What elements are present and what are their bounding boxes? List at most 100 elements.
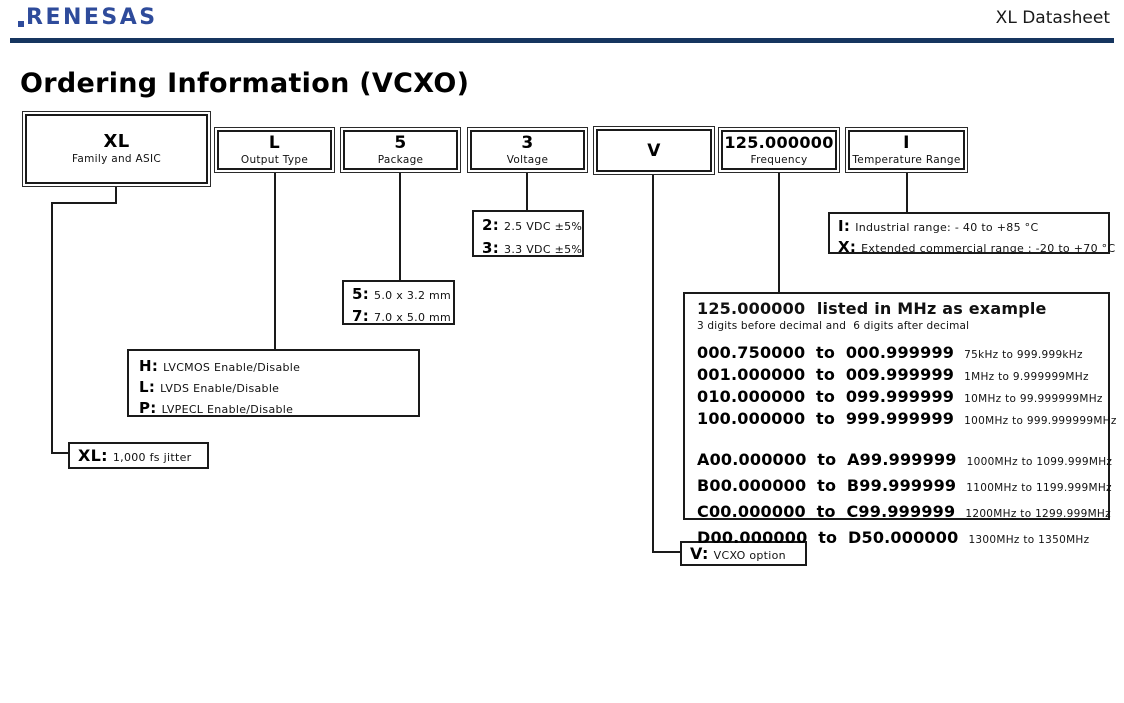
temperature-text-x: Extended commercial range : -20 to +70 °…	[861, 242, 1116, 255]
frequency-range-row: D00.000000 to D50.000000 1300MHz to 1350M…	[697, 526, 1096, 552]
connector-frequency	[778, 173, 780, 292]
doc-title: XL Datasheet	[995, 8, 1110, 28]
connector-voltage	[526, 173, 528, 210]
logo-square-icon	[18, 21, 24, 27]
header-rule	[10, 38, 1114, 43]
package-key-5: 5:	[352, 285, 370, 303]
part-label-temperature: Temperature Range	[852, 154, 961, 166]
part-box-package: 5 Package	[340, 127, 461, 173]
voltage-note: 2: 2.5 VDC ±5% 3: 3.3 VDC ±5%	[472, 210, 584, 257]
package-note-row: 5:5.0 x 3.2 mm	[352, 284, 451, 306]
frequency-note-subtitle: 3 digits before decimal and 6 digits aft…	[697, 320, 970, 332]
voltage-key-3: 3:	[482, 239, 500, 257]
part-label-voltage: Voltage	[506, 154, 549, 166]
frequency-note: 125.000000 listed in MHz as example 3 di…	[683, 292, 1116, 547]
logo-text: RENESAS	[26, 5, 158, 30]
temperature-text-i: Industrial range: - 40 to +85 °C	[855, 221, 1039, 234]
frequency-range-note: 1100MHz to 1199.999MHz	[966, 482, 1112, 494]
part-box-family: XL Family and ASIC	[22, 111, 211, 187]
frequency-range-row: A00.000000 to A99.999999 1000MHz to 1099.…	[697, 448, 1112, 474]
frequency-note-title: 125.000000 listed in MHz as example	[697, 299, 1047, 318]
connector-family-horizontal-bottom	[51, 452, 68, 454]
voltage-text-3: 3.3 VDC ±5%	[504, 243, 583, 256]
frequency-range-note: 1000MHz to 1099.999MHz	[966, 456, 1113, 468]
vcxo-note: V: VCXO option	[680, 541, 807, 566]
frequency-range-row: 000.750000 to 000.999999 75kHz to 999.999…	[697, 343, 1096, 365]
voltage-key-2: 2:	[482, 216, 500, 234]
part-label-output-type: Output Type	[240, 154, 309, 166]
frequency-range: 100.000000 to 999.999999	[697, 409, 955, 428]
part-box-temperature: I Temperature Range	[845, 127, 968, 173]
part-code-family: XL	[103, 131, 130, 152]
page-title: Ordering Information (VCXO)	[20, 68, 470, 99]
frequency-range-note: 1300MHz to 1350MHz	[968, 534, 1090, 546]
frequency-range: 010.000000 to 099.999999	[697, 387, 955, 406]
package-note-row: 7: 7.0 x 5.0 mm	[352, 306, 451, 328]
frequency-range: B00.000000 to B99.999999	[697, 476, 957, 495]
part-code-voltage: 3	[521, 133, 534, 153]
frequency-range-row: C00.000000 to C99.999999 1200MHz to 1299.…	[697, 500, 1111, 526]
temperature-key-i: I:	[838, 217, 851, 235]
family-key-xl: XL:	[78, 446, 108, 465]
connector-output-type	[274, 173, 276, 349]
part-code-vcxo: V	[647, 140, 661, 161]
frequency-range: A00.000000 to A99.999999	[697, 450, 957, 469]
frequency-range-note: 10MHz to 99.999999MHz	[964, 393, 1103, 405]
family-text-xl: 1,000 fs jitter	[112, 451, 192, 464]
part-code-temperature: I	[903, 133, 910, 153]
frequency-range-group-2: A00.000000 to A99.999999 1000MHz to 1099.…	[697, 448, 1112, 552]
part-code-output-type: L	[268, 133, 281, 153]
frequency-range: C00.000000 to C99.999999	[697, 502, 956, 521]
vcxo-note-row: V: VCXO option	[690, 544, 797, 566]
part-label-frequency: Frequency	[750, 154, 808, 166]
package-key-7: 7:	[352, 307, 370, 325]
frequency-range-note: 100MHz to 999.999999MHz	[964, 415, 1117, 427]
frequency-range: 000.750000 to 000.999999	[697, 343, 955, 362]
frequency-range-row: 100.000000 to 999.999999 100MHz to 999.99…	[697, 409, 1116, 431]
part-box-voltage: 3 Voltage	[467, 127, 588, 173]
temperature-key-x: X:	[838, 238, 857, 256]
temperature-note: I: Industrial range: - 40 to +85 °C X: Ext…	[828, 212, 1115, 256]
frequency-range-note: 75kHz to 999.999kHz	[964, 349, 1083, 361]
part-box-vcxo: V	[593, 126, 715, 175]
connector-family-stub	[115, 187, 117, 204]
output-key-h: H:	[139, 357, 159, 375]
vcxo-text-v: VCXO option	[713, 549, 786, 562]
output-text-h: LVCMOS Enable/Disable	[163, 361, 301, 374]
package-note: 5:5.0 x 3.2 mm 7: 7.0 x 5.0 mm	[342, 280, 455, 325]
frequency-range-row: 010.000000 to 099.999999 10MHz to 99.9999…	[697, 387, 1102, 409]
vcxo-key-v: V:	[690, 544, 709, 563]
family-note: XL: 1,000 fs jitter	[68, 442, 209, 469]
connector-vcxo-vertical	[652, 175, 654, 553]
part-label-package: Package	[377, 154, 424, 166]
connector-package	[399, 173, 401, 280]
part-code-frequency: 125.000000	[724, 133, 834, 152]
frequency-range: 001.000000 to 009.999999	[697, 365, 955, 384]
part-box-frequency: 125.000000 Frequency	[718, 127, 840, 173]
output-type-note-row: P:LVPECL Enable/Disable	[139, 398, 408, 419]
output-text-p: LVPECL Enable/Disable	[161, 403, 294, 416]
connector-temperature	[906, 173, 908, 212]
output-text-l: LVDS Enable/Disable	[160, 382, 280, 395]
frequency-range: D00.000000 to D50.000000	[697, 528, 959, 547]
frequency-range-group-1: 000.750000 to 000.999999 75kHz to 999.999…	[697, 343, 1116, 431]
voltage-note-row: 3: 3.3 VDC ±5%	[482, 237, 582, 260]
frequency-range-row: B00.000000 to B99.999999 1100MHz to 1199.…	[697, 474, 1112, 500]
output-type-note-row: H: LVCMOS Enable/Disable	[139, 356, 408, 377]
output-key-l: L:	[139, 378, 156, 396]
renesas-logo: RENESAS	[18, 6, 158, 30]
voltage-text-2: 2.5 VDC ±5%	[504, 220, 583, 233]
temperature-note-row: X: Extended commercial range : -20 to +70…	[838, 237, 1115, 258]
frequency-range-note: 1200MHz to 1299.999MHz	[965, 508, 1111, 520]
output-type-note: H: LVCMOS Enable/Disable L: LVDS Enable/Di…	[127, 349, 420, 417]
part-code-package: 5	[394, 133, 407, 153]
voltage-note-row: 2: 2.5 VDC ±5%	[482, 214, 582, 237]
connector-family-vertical	[51, 202, 53, 454]
output-type-note-row: L: LVDS Enable/Disable	[139, 377, 408, 398]
frequency-group-gap	[697, 431, 1096, 448]
part-box-output-type: L Output Type	[214, 127, 335, 173]
package-text-7: 7.0 x 5.0 mm	[374, 311, 452, 324]
family-note-row: XL: 1,000 fs jitter	[78, 445, 199, 468]
